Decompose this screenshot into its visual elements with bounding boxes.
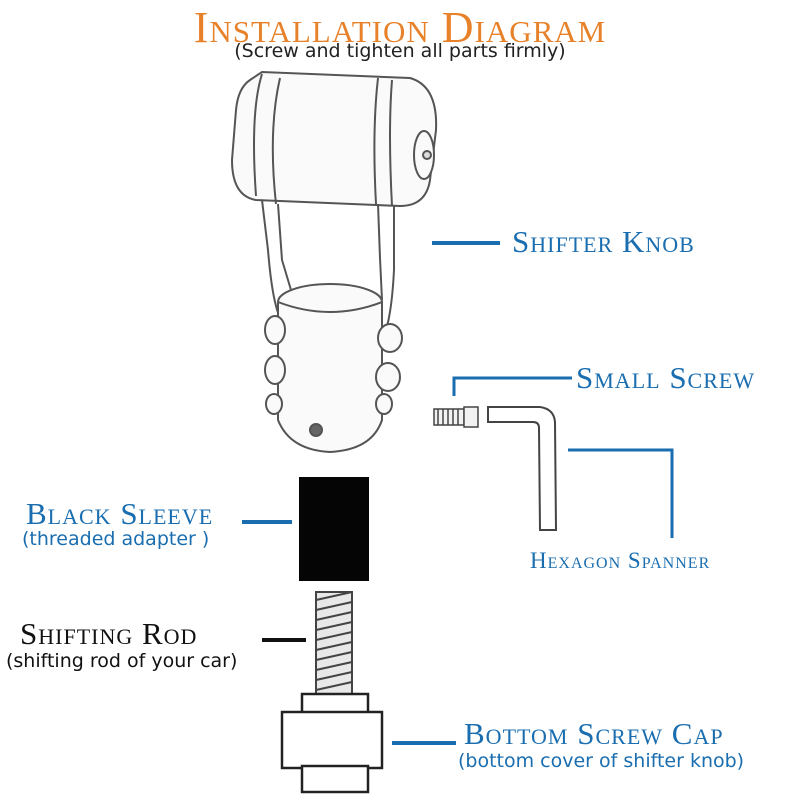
shifting-rod-label: Shifting Rod [20, 616, 198, 651]
shifter-knob-label: Shifter Knob [512, 224, 695, 259]
diagram-subtitle: (Screw and tighten all parts firmly) [234, 40, 566, 62]
black-sleeve-sublabel: (threaded adapter ) [22, 528, 210, 550]
shifting-rod [315, 591, 353, 697]
diagram-title: Installation Diagram [193, 3, 607, 52]
bottom-screw-cap-label: Bottom Screw Cap [464, 716, 724, 751]
shifter-knob [230, 70, 438, 454]
small-screw-label: Small Screw [576, 360, 756, 395]
leader-lines [242, 241, 674, 745]
black-sleeve-label: Black Sleeve [26, 496, 214, 531]
hexagon-spanner [487, 406, 558, 531]
bottom-screw-cap [280, 692, 384, 794]
hexagon-spanner-leader [568, 448, 674, 538]
black-sleeve [299, 477, 369, 581]
small-screw-leader [452, 376, 572, 396]
small-screw [433, 406, 479, 428]
shifting-rod-sublabel: (shifting rod of your car) [6, 650, 238, 672]
hexagon-spanner-label: Hexagon Spanner [530, 548, 711, 573]
bottom-screw-cap-sublabel: (bottom cover of shifter knob) [458, 750, 745, 772]
